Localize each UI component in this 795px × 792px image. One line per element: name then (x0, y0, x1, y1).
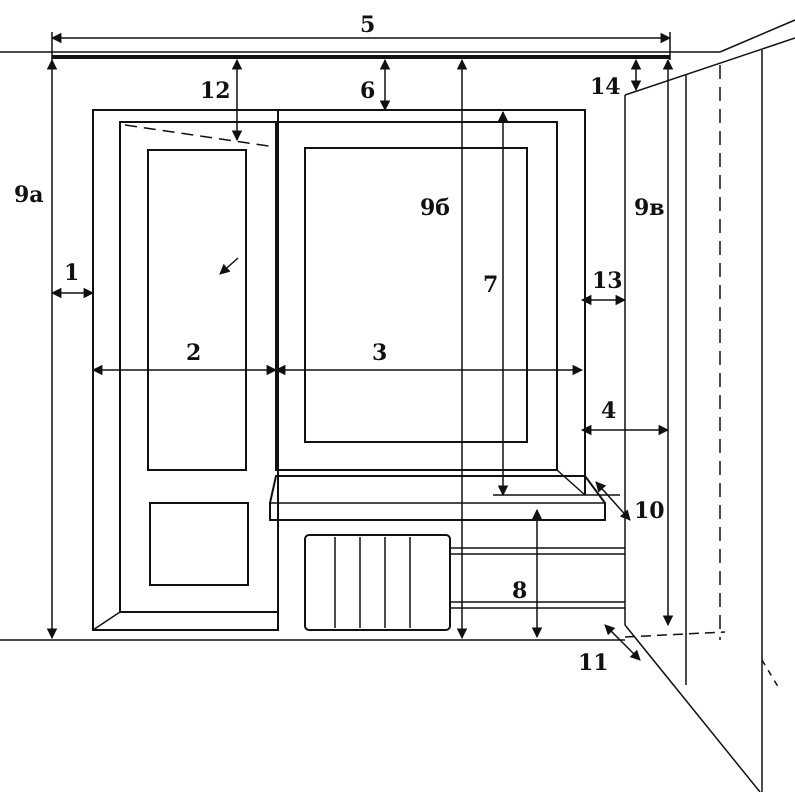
label-5: 5 (360, 12, 375, 38)
label-7: 7 (483, 272, 498, 298)
window-sill (269, 475, 606, 521)
door-lower-panel (149, 502, 249, 586)
label-8: 8 (512, 578, 527, 604)
radiator (304, 534, 625, 631)
window-sash (304, 147, 528, 443)
room-outline (0, 19, 795, 792)
label-2: 2 (186, 340, 201, 366)
label-12: 12 (200, 78, 231, 104)
label-9v: 9в (634, 195, 665, 221)
label-13: 13 (592, 268, 623, 294)
label-9b: 9б (420, 195, 450, 221)
label-9a: 9а (14, 182, 44, 208)
label-6: 6 (360, 78, 375, 104)
label-4: 4 (601, 398, 616, 424)
dimension-arrows (46, 32, 674, 661)
label-1: 1 (64, 260, 79, 286)
label-14: 14 (590, 74, 621, 100)
door-open-arrow (219, 257, 239, 275)
window (269, 109, 606, 521)
label-3: 3 (372, 340, 387, 366)
label-11: 11 (578, 650, 609, 676)
label-10: 10 (634, 498, 665, 524)
door-glass-panel (147, 149, 247, 471)
